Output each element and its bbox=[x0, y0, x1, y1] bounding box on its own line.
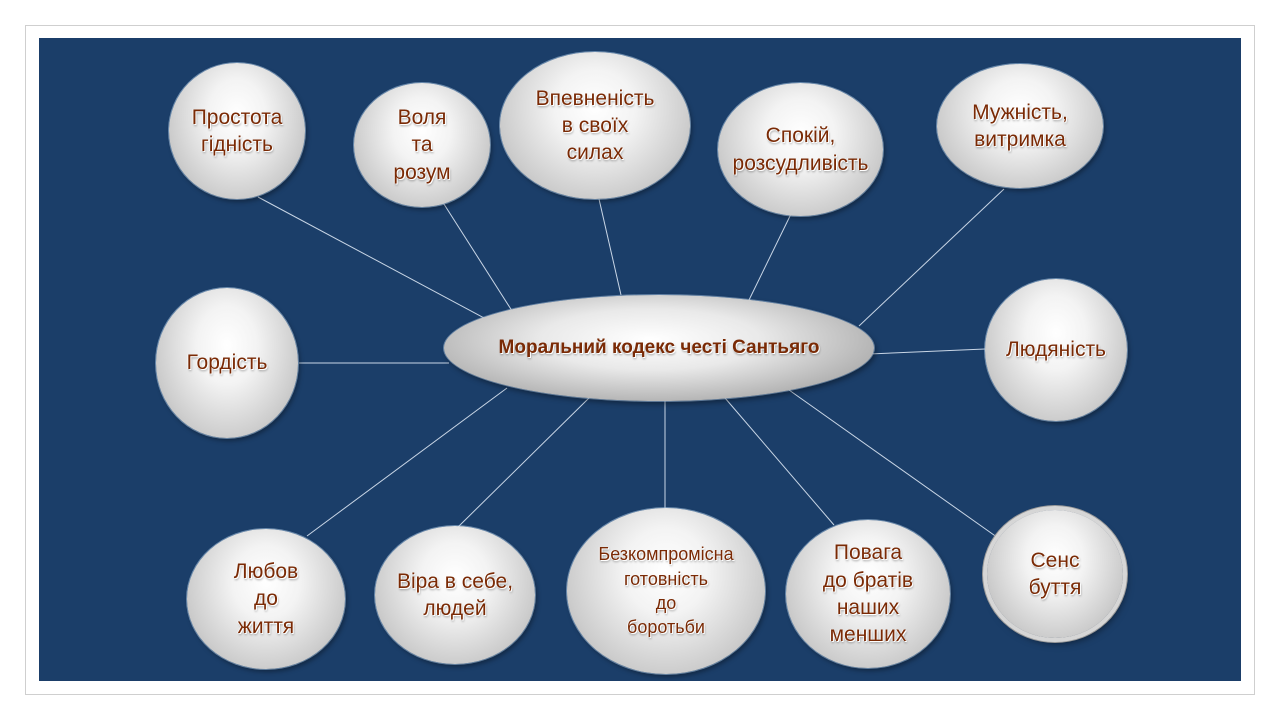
connector-line bbox=[257, 196, 515, 335]
node-label: Повага до братів наших менших bbox=[822, 541, 914, 647]
mind-map-slide: Простота гідність Воля та розум Впевнені… bbox=[39, 38, 1241, 681]
connector-line bbox=[788, 389, 1002, 541]
node-pride: Гордість bbox=[156, 288, 298, 438]
connector-line bbox=[724, 397, 835, 526]
center-node: Моральний кодекс честі Сантьяго bbox=[444, 295, 874, 401]
node-label: Безкомпромісна готовність до боротьби bbox=[598, 544, 734, 638]
connector-line bbox=[748, 213, 792, 301]
connector-line bbox=[858, 188, 1005, 327]
node-label: Впевненість в своїх силах bbox=[535, 86, 655, 165]
node-label: Мужність, витримка bbox=[972, 100, 1068, 151]
connector-line bbox=[868, 348, 986, 355]
node-respect: Повага до братів наших менших bbox=[786, 520, 950, 668]
connector-line bbox=[598, 198, 622, 296]
node-label: Сенс буття bbox=[1028, 548, 1082, 599]
node-label: Простота гідність bbox=[191, 105, 283, 156]
center-label: Моральний кодекс честі Сантьяго bbox=[498, 337, 820, 358]
connector-line bbox=[441, 200, 515, 315]
node-faith: Віра в себе, людей bbox=[375, 526, 535, 664]
node-confidence: Впевненість в своїх силах bbox=[500, 52, 690, 199]
node-label: Людяність bbox=[1005, 338, 1107, 362]
node-will: Воля та розум bbox=[354, 83, 490, 207]
node-label: Воля та розум bbox=[393, 106, 451, 184]
node-label: Спокій, розсудливість bbox=[732, 124, 869, 175]
connector-line bbox=[456, 397, 590, 529]
node-readiness: Безкомпромісна готовність до боротьби bbox=[567, 508, 765, 674]
node-simplicity: Простота гідність bbox=[169, 63, 305, 199]
node-meaning-of-life: Сенс буття bbox=[987, 510, 1123, 638]
node-love-of-life: Любов до життя bbox=[187, 529, 345, 669]
node-label: Віра в себе, людей bbox=[396, 569, 514, 620]
connector-lines bbox=[257, 188, 1005, 541]
node-label: Гордість bbox=[186, 351, 268, 375]
node-courage: Мужність, витримка bbox=[937, 64, 1103, 188]
node-humanity: Людяність bbox=[985, 279, 1127, 421]
node-label: Любов до життя bbox=[233, 560, 299, 638]
node-calm: Спокій, розсудливість bbox=[718, 83, 883, 216]
connector-line bbox=[306, 387, 508, 537]
